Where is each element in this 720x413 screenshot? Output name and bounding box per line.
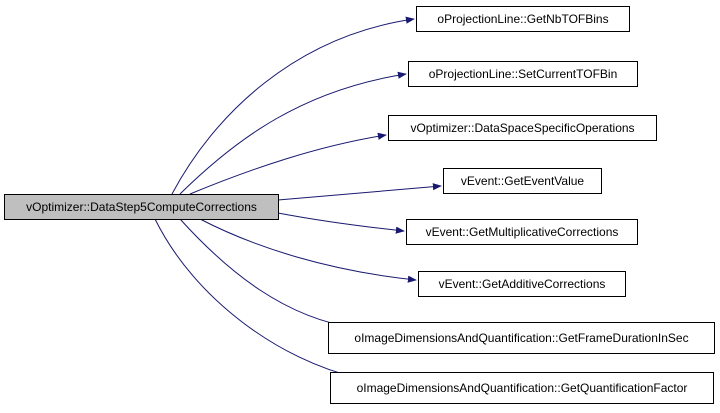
callee-node-set-current-tof-bin[interactable]: oProjectionLine::SetCurrentTOFBin — [408, 61, 638, 87]
callee-node-get-quantification-factor[interactable]: oImageDimensionsAndQuantification::GetQu… — [330, 372, 714, 404]
callee-node-get-frame-duration-in-sec[interactable]: oImageDimensionsAndQuantification::GetFr… — [328, 322, 715, 354]
callee-node-data-space-specific-operations[interactable]: vOptimizer::DataSpaceSpecificOperations — [388, 115, 657, 141]
edge-to-get-event-value — [277, 183, 442, 201]
edge-to-get-quantification-factor — [154, 218, 359, 380]
edge-to-set-current-tof-bin — [179, 71, 407, 195]
callee-node-get-multiplicative-corrections[interactable]: vEvent::GetMultiplicativeCorrections — [406, 219, 638, 245]
callee-node-get-nb-tof-bins[interactable]: oProjectionLine::GetNbTOFBins — [416, 6, 630, 32]
edge-to-get-multiplicative-corrections — [277, 212, 405, 234]
edge-to-data-space-specific-operations — [189, 132, 387, 195]
edge-to-get-frame-duration-in-sec — [179, 218, 357, 331]
root-function-node: vOptimizer::DataStep5ComputeCorrections — [4, 194, 279, 220]
callee-node-get-event-value[interactable]: vEvent::GetEventValue — [443, 168, 602, 194]
callee-node-get-additive-corrections[interactable]: vEvent::GetAdditiveCorrections — [418, 271, 626, 297]
edge-to-get-additive-corrections — [199, 218, 417, 283]
edge-to-get-nb-tof-bins — [171, 16, 415, 195]
